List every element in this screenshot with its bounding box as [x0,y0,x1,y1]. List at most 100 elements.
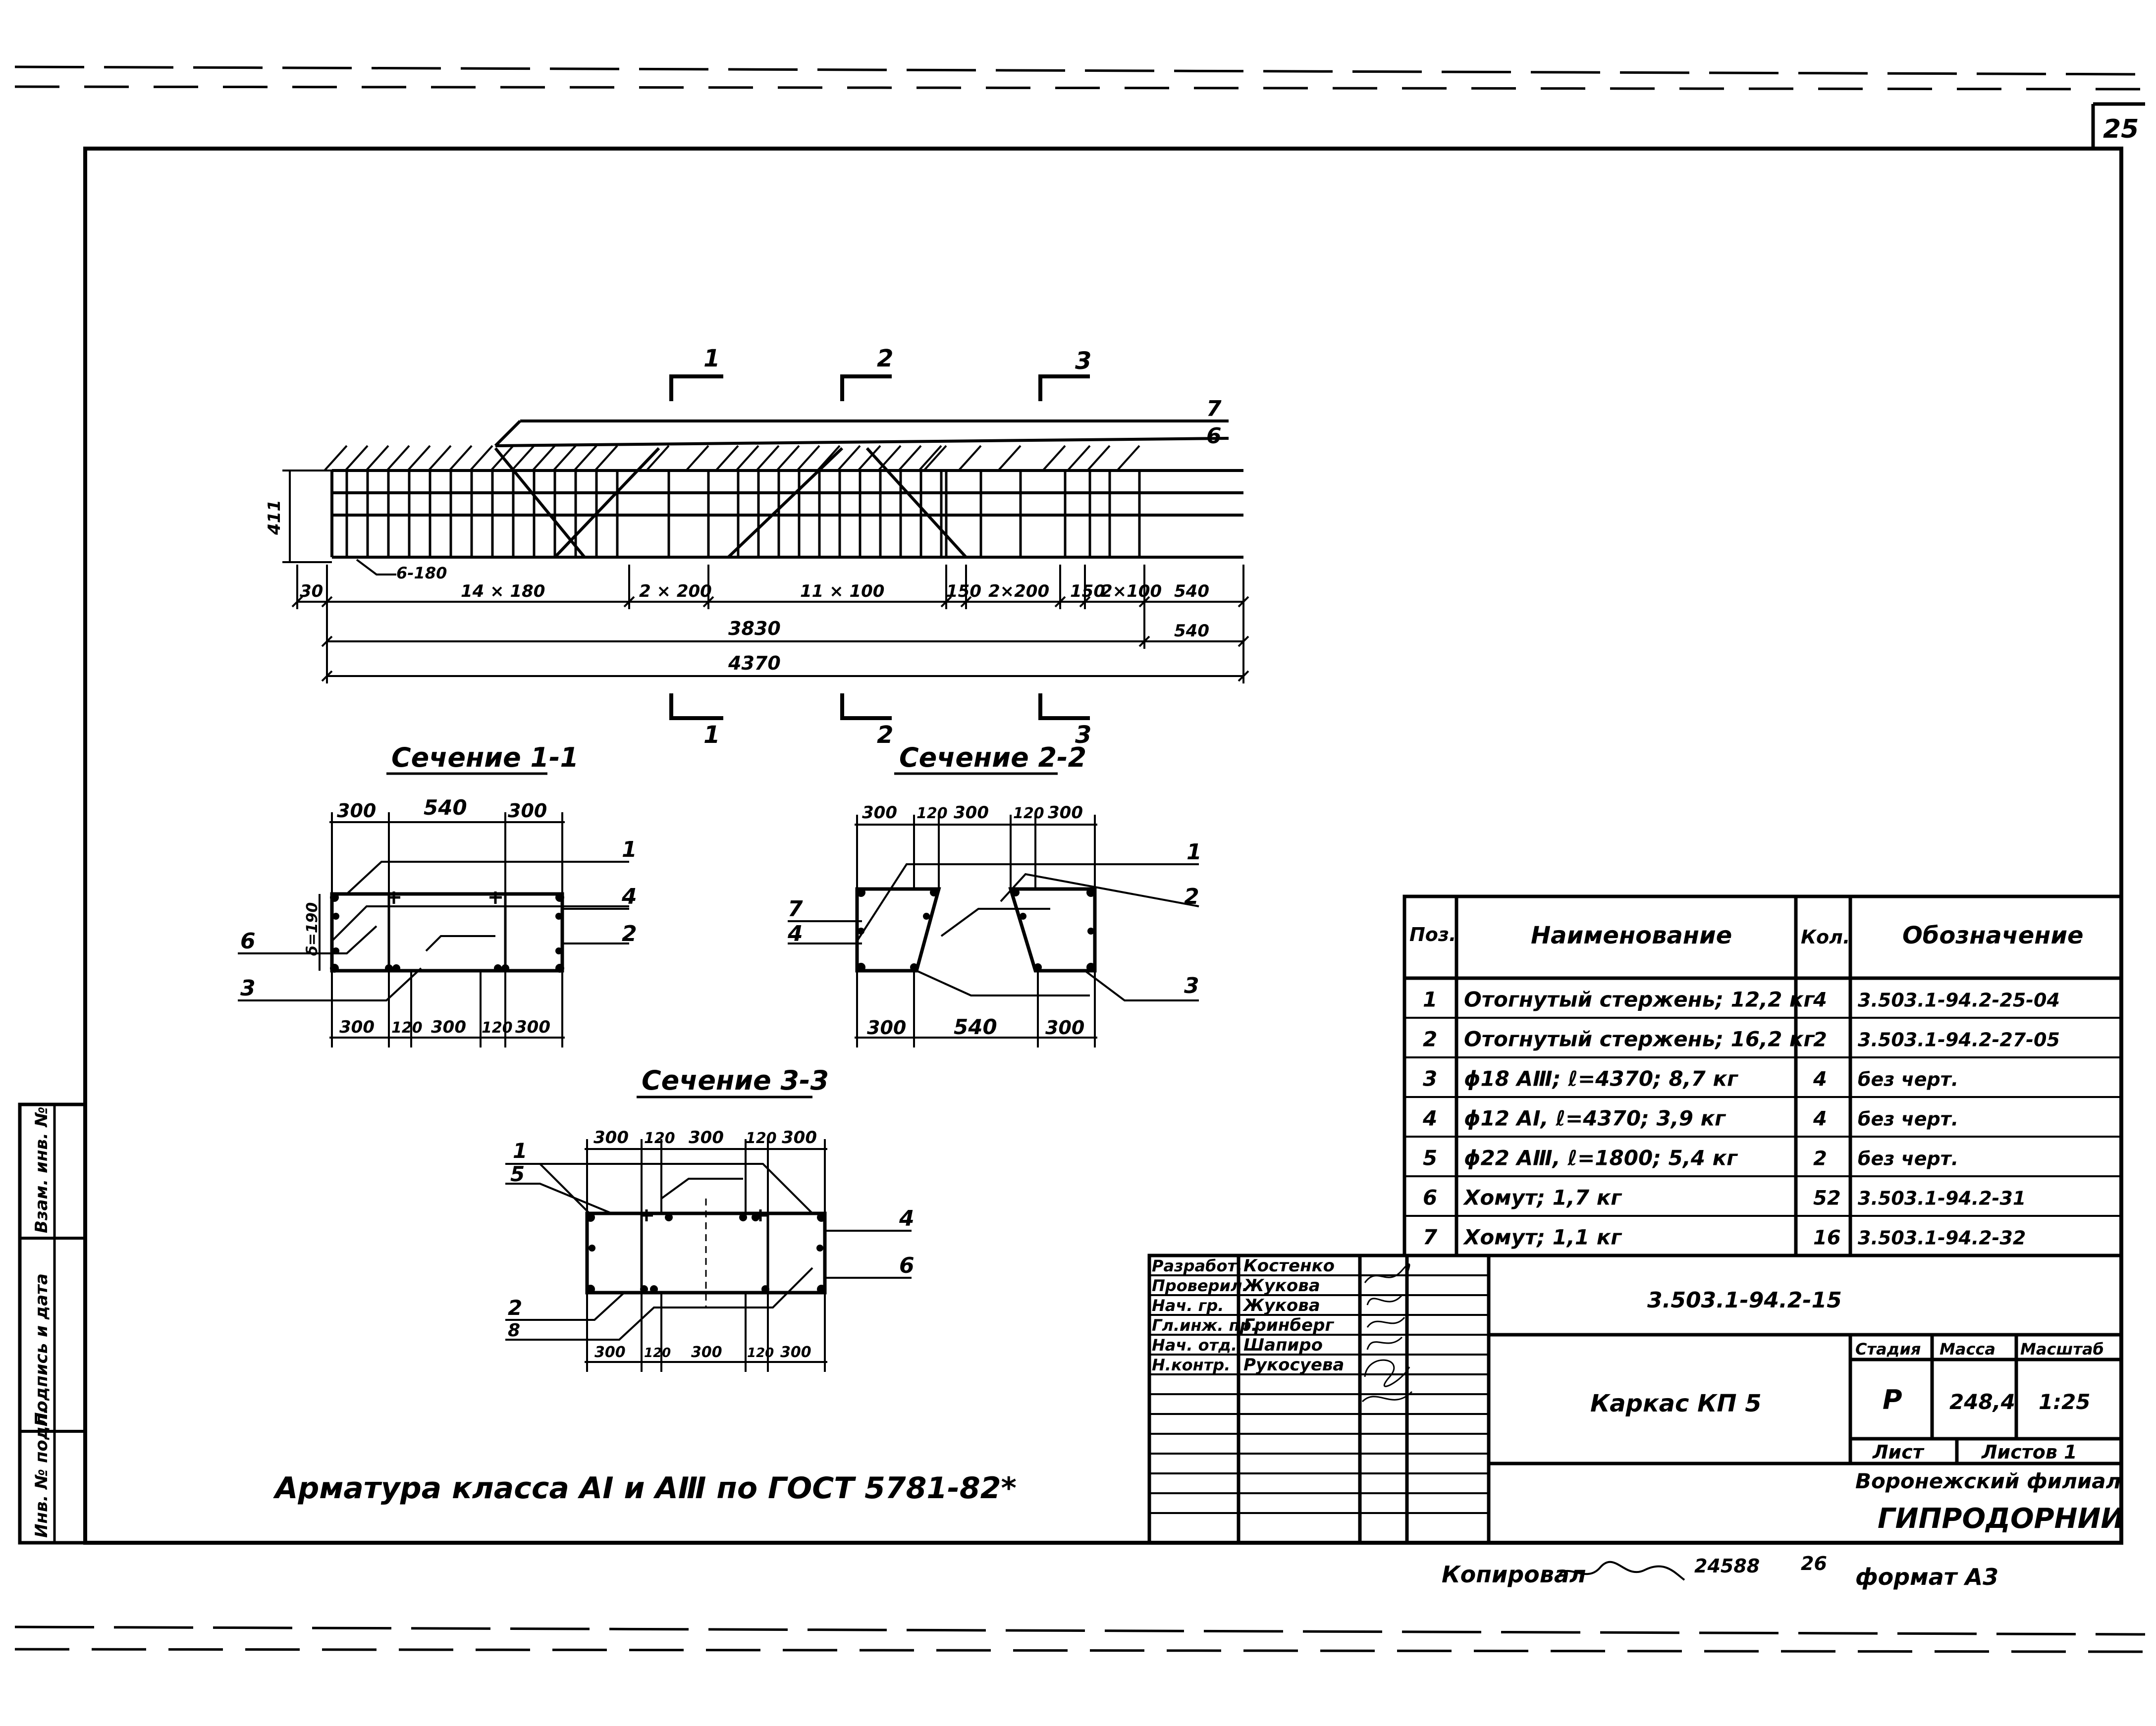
tb-person: Жукова [1242,1296,1320,1315]
s1-bot-300c: 300 [515,1017,550,1037]
scan-edge-lines [14,65,2146,1653]
spec-cell: 3.503.1-94.2-27-05 [1858,1029,2060,1051]
tb-sheet-label: Лист [1872,1441,1925,1463]
dim-2x200-b: 2×200 [988,581,1049,601]
s2-bot-300a: 300 [867,1017,906,1039]
s1-bot-300b: 300 [431,1017,466,1037]
dim-4370: 4370 [728,652,781,674]
s3-top-300c: 300 [782,1128,817,1148]
copy-number-1: 24588 [1694,1555,1760,1577]
tb-scale-header: Масштаб [2020,1340,2104,1359]
tb-sheets-label: Листов 1 [1981,1441,2077,1463]
copied-label: Копировал [1442,1561,1586,1588]
spec-cell: 4 [1813,1108,1827,1131]
spec-cell: Отогнутый стержень; 12,2 кг [1464,988,1815,1012]
cut-bot-1: 1 [703,721,720,749]
tb-role: Н.контр. [1152,1356,1230,1374]
drawing-frame [83,147,2123,1545]
tb-stage: Р [1883,1384,1902,1415]
section-1-title: Сечение 1-1 [391,742,579,773]
dim-tick [1138,596,1150,608]
spec-header-name: Наименование [1531,922,1732,949]
s1-label-6: 6 [240,929,256,954]
section-3-title: Сечение 3-3 [642,1065,829,1096]
s3-bot-120b: 120 [747,1346,774,1360]
s3-top-300a: 300 [593,1128,629,1148]
s1-label-2: 2 [622,921,637,946]
cut-top-1: 1 [703,345,720,372]
s3-top-300b: 300 [689,1128,724,1148]
tb-org-line2: ГИПРОДОРНИИ [1878,1503,2124,1535]
s2-label-4: 4 [787,921,803,946]
tb-item-name: Каркас КП 5 [1590,1390,1762,1417]
tb-scale: 1:25 [2039,1390,2090,1414]
s2-bot-540: 540 [954,1015,997,1039]
s3-label-2: 2 [508,1296,522,1320]
spec-cell: Хомут; 1,1 кг [1462,1225,1622,1250]
dim-3830: 3830 [728,618,781,639]
s1-bot-120a: 120 [391,1019,423,1037]
sheet-number-box [2091,102,2145,149]
cut-bot-2: 2 [877,721,893,749]
s2-label-2: 2 [1184,884,1199,909]
spec-cell: Хомут; 1,7 кг [1462,1186,1622,1210]
sheet-number: 25 [2103,114,2139,144]
s1-top-540: 540 [424,795,467,820]
dim-540-b: 540 [1174,621,1209,641]
spec-cell: 3 [1423,1067,1437,1091]
spec-cell: 4 [1813,1068,1827,1091]
format-label: формат А3 [1855,1564,1998,1590]
dim-tick [321,635,333,647]
stirrup-hook [877,445,902,471]
stirrup-hook [365,445,389,471]
s2-label-3: 3 [1184,973,1199,998]
spec-cell: 16 [1813,1227,1841,1250]
s1-bot-120b: 120 [482,1019,513,1037]
spec-cell: Отогнутый стержень; 16,2 кг [1464,1027,1815,1051]
section-3-3: Сечение 3-3 [505,1065,915,1372]
stirrup-hook [755,445,780,471]
spec-cell: ϕ18 AⅢ; ℓ=4370; 8,7 кг [1464,1067,1739,1091]
s2-top-300c: 300 [1048,803,1083,823]
s1-label-3: 3 [240,976,256,1001]
s3-bot-300b: 300 [691,1344,722,1361]
stirrup-hook [796,445,820,471]
s1-height: δ=190 [304,902,321,956]
signatures [1361,1263,1413,1403]
spec-cell: 4 [1813,989,1827,1012]
s2-label-7: 7 [788,896,803,922]
s3-label-5: 5 [510,1162,525,1186]
spec-cell: ϕ12 AI, ℓ=4370; 3,9 кг [1464,1106,1726,1131]
tb-role: Разработ. [1152,1256,1242,1275]
spec-cell: 3.503.1-94.2-32 [1858,1227,2026,1249]
stirrup-hook [918,445,942,471]
s3-top-120b: 120 [746,1130,777,1147]
dim-tick [960,596,972,608]
dim-11x100: 11 × 100 [800,581,884,601]
stirrup-hook [958,445,982,471]
tb-org-line1: Воронежский филиал [1855,1469,2121,1493]
copy-number-2: 26 [1801,1553,1827,1574]
stirrup-hook [1116,445,1140,471]
stirrup-hook [511,445,535,471]
s1-label-4: 4 [621,884,637,909]
s2-top-300a: 300 [862,803,897,823]
dim-tick [291,596,303,608]
dim-150-a: 150 [946,581,981,601]
spec-header-pos: Поз. [1409,924,1456,945]
tb-person: Рукосуева [1243,1355,1344,1375]
spec-header-designation: Обозначение [1902,922,2084,949]
cut-top-3: 3 [1075,347,1091,375]
stirrup-hook [594,445,618,471]
stirrup-hook [715,445,739,471]
stirrup-hook [837,445,861,471]
tb-person: Шапиро [1243,1335,1323,1355]
spec-cell: ϕ22 AⅢ, ℓ=1800; 5,4 кг [1464,1146,1738,1170]
dim-tick [1054,596,1066,608]
tb-mass-header: Масса [1940,1340,1995,1359]
tb-role: Проверил. [1152,1276,1248,1295]
tb-person: Гринберг [1243,1315,1334,1335]
dim-30: 30 [300,581,323,601]
